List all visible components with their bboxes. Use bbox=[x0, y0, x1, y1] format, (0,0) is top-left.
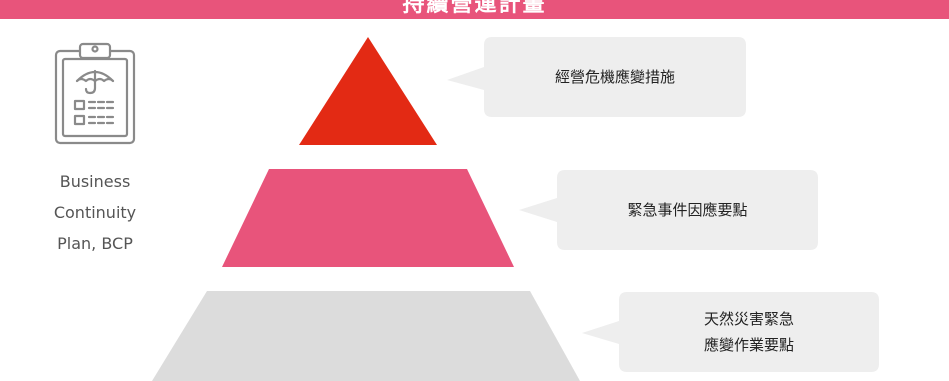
header-title: 持續營運計畫 bbox=[402, 0, 547, 17]
bcp-label: Business Continuity Plan, BCP bbox=[40, 166, 150, 259]
callout-line: 應變作業要點 bbox=[703, 336, 794, 354]
clipboard-umbrella-icon bbox=[53, 41, 137, 145]
pyramid-level-middle bbox=[222, 169, 514, 267]
bcp-label-line: Business bbox=[59, 172, 131, 191]
callout-line: 天然災害緊急 bbox=[703, 310, 794, 328]
bcp-label-line: Plan, BCP bbox=[57, 234, 133, 253]
callout-bubble-2 bbox=[519, 170, 818, 250]
pyramid-level-top bbox=[299, 37, 437, 145]
callout-2: 緊急事件因應要點 bbox=[557, 170, 818, 250]
callout-1: 經營危機應變措施 bbox=[484, 37, 746, 117]
callout-bubble-3 bbox=[582, 292, 879, 372]
header-bar: 持續營運計畫 bbox=[0, 0, 949, 19]
callout-bubble-1 bbox=[447, 37, 746, 117]
callout-line: 緊急事件因應要點 bbox=[627, 201, 748, 219]
bcp-label-line: Continuity bbox=[53, 203, 137, 222]
pyramid-level-bottom bbox=[152, 291, 580, 381]
callout-line: 經營危機應變措施 bbox=[554, 68, 675, 86]
callout-3: 天然災害緊急 應變作業要點 bbox=[619, 292, 879, 372]
